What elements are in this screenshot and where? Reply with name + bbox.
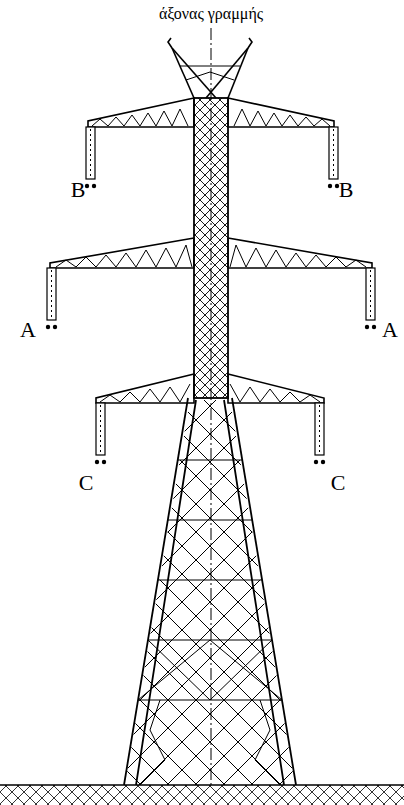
- axis-label: άξονας γραμμής: [159, 5, 263, 23]
- phase-label: A: [20, 318, 36, 342]
- phase-label: B: [71, 178, 86, 202]
- phase-label: A: [382, 318, 398, 342]
- phase-label: C: [331, 471, 346, 495]
- phase-label: B: [339, 178, 354, 202]
- phase-label: C: [79, 471, 94, 495]
